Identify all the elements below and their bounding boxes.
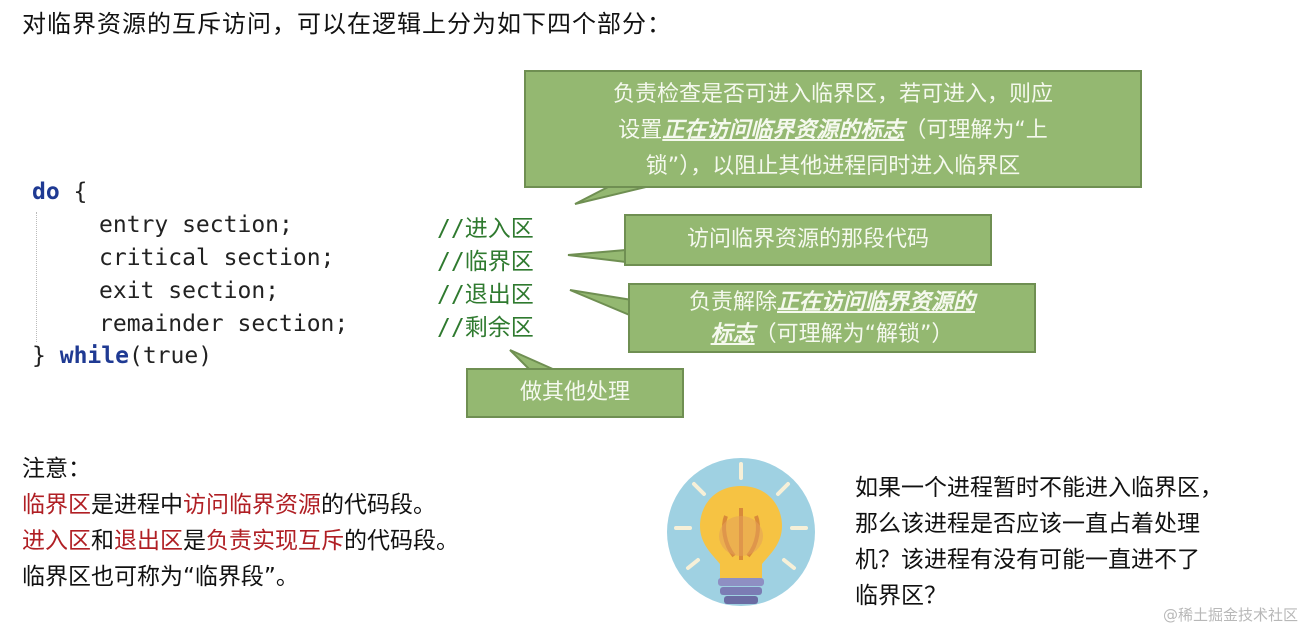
lightbulb-icon [664,456,818,612]
callout-entry-line2: 设置正在访问临界资源的标志（可理解为“上 [526,113,1140,149]
watermark: @稀土掘金技术社区 [1163,604,1298,625]
callout-entry-line1: 负责检查是否可进入临界区，若可进入，则应 [526,77,1140,113]
callout-entry-line3: 锁”），以阻止其他进程同时进入临界区 [526,149,1140,185]
callout-entry-emphasis: 正在访问临界资源的标志 [662,118,904,143]
note-text-end-2: 的代码段。 [344,528,459,554]
note-line-3: 临界区也可称为“临界段”。 [22,559,459,595]
note-exit-term: 退出区 [114,528,183,554]
callout-exit-emphasis-2: 标志 [711,322,755,347]
callout-exit: 负责解除正在访问临界资源的 标志（可理解为“解锁”） [628,283,1036,353]
question-line-1: 如果一个进程暂时不能进入临界区， [855,470,1295,506]
note-is: 是 [183,528,206,554]
callout-exit-line1: 负责解除正在访问临界资源的 [630,287,1034,319]
pointer-entry [575,186,650,204]
question-line-3: 机？该进程有没有可能一直进不了 [855,542,1295,578]
callout-entry-text: 设置 [618,118,662,143]
note-text-end: 的代码段。 [321,492,436,518]
note-critical-term: 临界区 [22,492,91,518]
note-mutex-term: 负责实现互斥 [206,528,344,554]
callout-critical: 访问临界资源的那段代码 [624,214,992,266]
note-block: 注意： 临界区是进程中访问临界资源的代码段。 进入区和退出区是负责实现互斥的代码… [22,451,459,595]
note-access-term: 访问临界资源 [183,492,321,518]
note-text: 是进程中 [91,492,183,518]
note-line-1: 临界区是进程中访问临界资源的代码段。 [22,487,459,523]
pointer-remainder [510,350,555,370]
callout-exit-text: 负责解除 [689,290,777,315]
note-and: 和 [91,528,114,554]
question-block: 如果一个进程暂时不能进入临界区， 那么该进程是否应该一直占着处理 机？该进程有没… [855,470,1295,614]
callout-exit-text-b: （可理解为“解锁”） [755,322,954,347]
callout-entry-text-b: （可理解为“上 [904,118,1047,143]
callout-exit-line2: 标志（可理解为“解锁”） [630,319,1034,351]
note-entry-term: 进入区 [22,528,91,554]
note-title: 注意： [22,451,459,487]
pointer-critical [568,250,626,262]
pointer-exit [570,290,632,316]
note-line-2: 进入区和退出区是负责实现互斥的代码段。 [22,523,459,559]
callout-remainder: 做其他处理 [466,368,684,418]
callout-exit-emphasis: 正在访问临界资源的 [777,290,975,315]
callout-entry: 负责检查是否可进入临界区，若可进入，则应 设置正在访问临界资源的标志（可理解为“… [524,70,1142,188]
question-line-2: 那么该进程是否应该一直占着处理 [855,506,1295,542]
